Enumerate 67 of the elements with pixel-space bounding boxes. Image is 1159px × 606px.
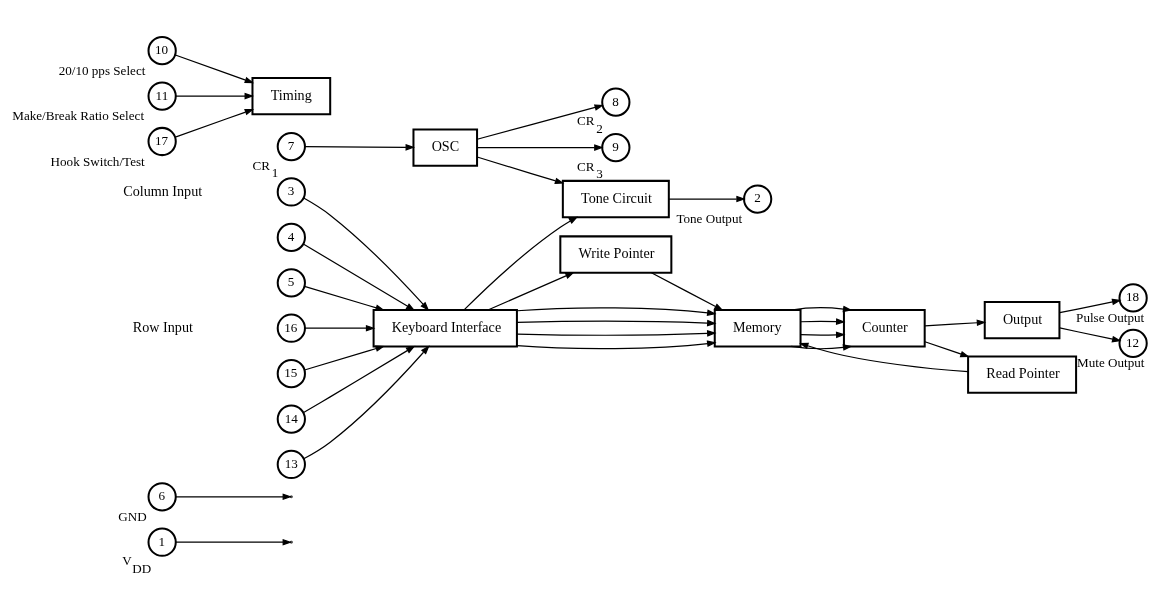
arrow	[487, 271, 575, 311]
node-circle: 4	[276, 222, 306, 252]
node-circle: 13	[276, 449, 306, 479]
arrow	[175, 92, 255, 99]
arrow	[1059, 326, 1122, 342]
arrow	[798, 342, 969, 372]
arrow	[476, 143, 604, 151]
node-box: OSC	[412, 127, 479, 167]
node-circle: 2	[743, 183, 773, 214]
arrow	[174, 53, 255, 83]
node-box: Write Pointer	[559, 234, 673, 274]
node-label: Tone Output	[676, 210, 743, 226]
arrow	[1059, 298, 1122, 313]
arrow	[304, 324, 376, 332]
node-box: Tone Circuit	[561, 179, 670, 218]
arrow	[303, 345, 416, 413]
node-circle: 17	[147, 126, 177, 156]
node-box: Counter	[842, 308, 926, 347]
node-circle: 6	[147, 481, 177, 511]
arrow	[800, 317, 846, 325]
node-circle: 10	[147, 35, 177, 65]
node-box: Output	[983, 300, 1061, 339]
node-circle: 14	[276, 403, 306, 434]
arrow	[790, 305, 853, 312]
label: Column Input	[123, 182, 203, 199]
node-box: Timing	[251, 76, 332, 115]
node-label: 20/10 pps Select	[58, 62, 146, 78]
arrow	[303, 344, 385, 371]
arrow	[668, 195, 746, 202]
node-label: Make/Break Ratio Select	[12, 107, 145, 123]
arrow	[476, 155, 565, 184]
arrow	[303, 243, 416, 311]
arrow	[303, 344, 430, 459]
arrow	[174, 108, 255, 138]
node-label: Hook Switch/Test	[50, 153, 145, 169]
arrow	[304, 143, 416, 151]
arrow	[463, 215, 579, 311]
node-box: Read Pointer	[967, 355, 1078, 394]
arrow	[303, 285, 385, 311]
node-circle: 5	[276, 267, 306, 297]
node-circle: 16	[276, 313, 306, 343]
arrow	[476, 103, 604, 140]
arrow	[175, 538, 293, 546]
arrow	[800, 331, 846, 338]
node-circle: 11	[147, 80, 177, 111]
node-circle: 3	[276, 176, 306, 207]
node-circle: 12	[1118, 328, 1148, 358]
arrow	[175, 492, 293, 500]
arrow	[516, 319, 717, 326]
node-label: GND	[118, 508, 147, 524]
arrow	[790, 343, 853, 351]
node-box: Keyboard Interface	[372, 308, 518, 347]
node-circle: 18	[1118, 282, 1148, 313]
arrow	[516, 339, 717, 349]
arrow	[924, 340, 970, 357]
arrow	[516, 329, 717, 337]
node-circle: 8	[601, 87, 631, 117]
arrow	[516, 306, 717, 316]
node-box: Memory	[713, 308, 802, 347]
node-circle: 1	[147, 527, 177, 557]
arrow	[924, 318, 987, 326]
arrow	[303, 196, 430, 311]
arrow	[650, 271, 724, 311]
label: Row Input	[132, 318, 193, 335]
node-circle: 15	[276, 358, 306, 388]
node-circle: 9	[601, 132, 631, 162]
node-circle: 7	[276, 131, 306, 161]
